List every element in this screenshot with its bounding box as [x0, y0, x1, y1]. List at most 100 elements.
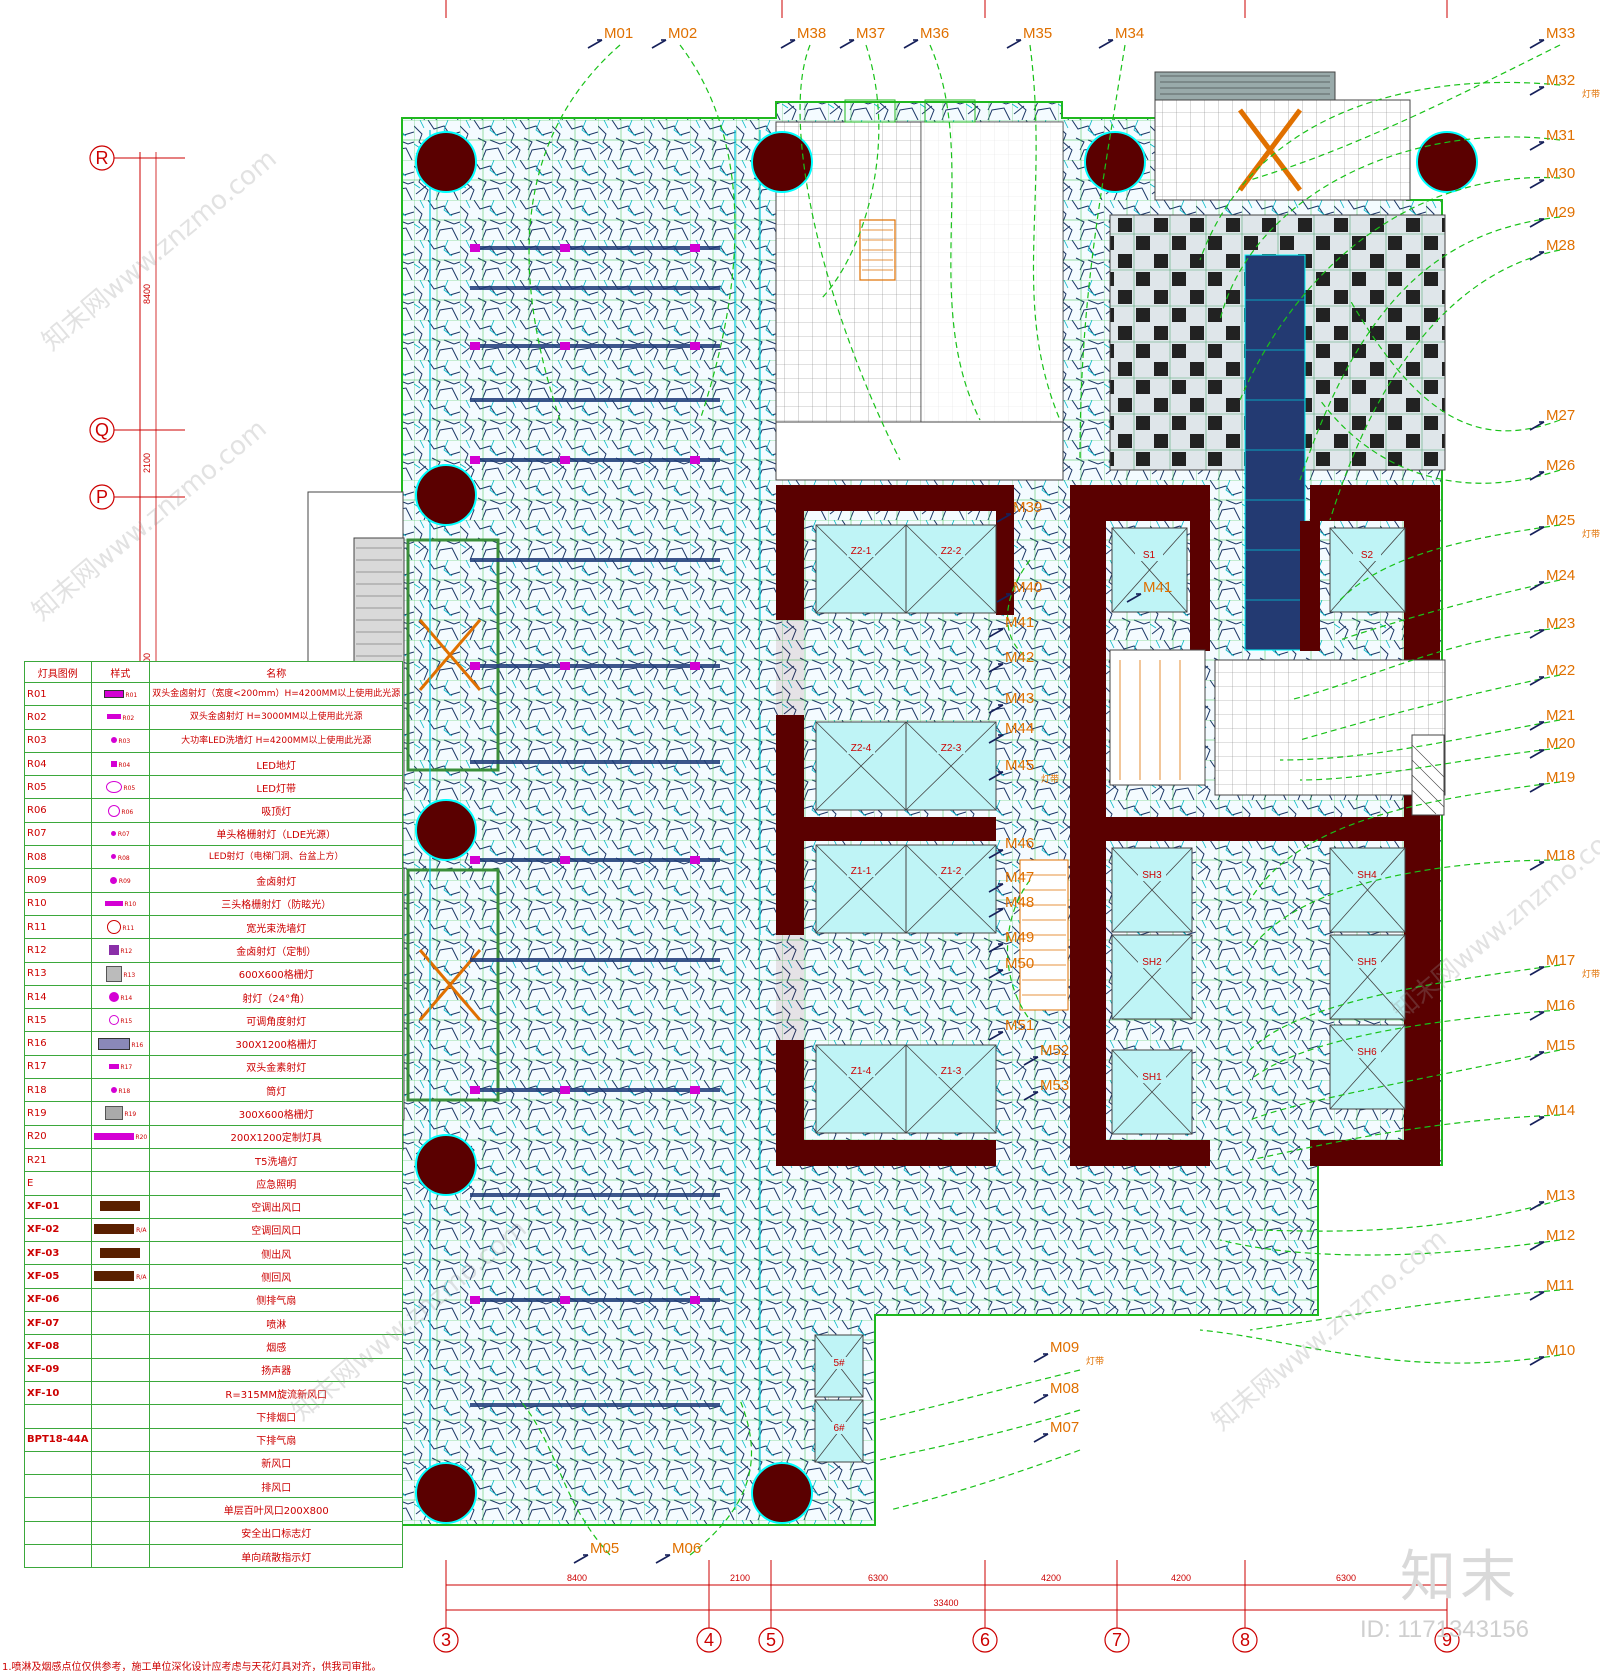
axis-bubble-8: 8 — [1232, 1560, 1258, 1653]
legend-name: T5洗墙灯 — [149, 1147, 404, 1173]
room-SH6: SH6 — [1353, 1046, 1381, 1058]
marker-label: M53 — [1040, 1077, 1069, 1094]
circuit-marker-M35: M35 — [1006, 25, 1052, 49]
marker-label: M26 — [1546, 457, 1575, 474]
room-label: S1 — [1143, 550, 1156, 561]
marker-label: M50 — [1005, 955, 1034, 972]
legend-symbol-code: R13 — [121, 971, 136, 979]
legend-symbol-icon — [90, 1241, 151, 1266]
legend-symbol-icon: R04 — [90, 751, 151, 777]
legend-code: R10 — [24, 891, 92, 916]
legend-code: R06 — [24, 798, 92, 823]
circuit-marker-M41: M41 — [1126, 579, 1172, 603]
marker-label: M09 — [1050, 1339, 1079, 1356]
circuit-marker-M28: M28 — [1529, 237, 1575, 261]
room-Z1-1: Z1-1 — [847, 865, 875, 877]
legend-symbol-code: R/A — [134, 1274, 147, 1282]
marker-sublabel: 灯带 — [1582, 89, 1600, 100]
legend-symbol-icon: R18 — [90, 1078, 151, 1103]
marker-label: M49 — [1005, 929, 1034, 946]
circuit-marker-M01: M01 — [587, 25, 633, 49]
legend-name: 扬声器 — [149, 1357, 404, 1382]
legend-row: 排风口 — [24, 1474, 404, 1499]
legend-code: R07 — [24, 821, 92, 847]
legend-symbol-code: R17 — [118, 1064, 133, 1072]
legend-symbol-icon: R10 — [90, 891, 151, 916]
legend-symbol-icon: R02 — [90, 705, 151, 730]
circuit-marker-M48: M48 — [988, 894, 1034, 918]
circuit-marker-M41: M41 — [988, 614, 1034, 638]
marker-label: M46 — [1005, 835, 1034, 852]
marker-label: M36 — [920, 25, 949, 42]
legend-symbol-icon — [90, 1334, 151, 1359]
legend-symbol-code: R15 — [118, 1017, 133, 1025]
room-label: SH4 — [1357, 870, 1377, 881]
legend-code — [24, 1543, 92, 1569]
legend-header-row: 灯具图例 样式 名称 — [24, 661, 404, 683]
legend-code: R17 — [24, 1054, 92, 1080]
room-label: SH5 — [1357, 957, 1377, 968]
circuit-marker-M15: M15 — [1529, 1037, 1575, 1061]
legend-code: R02 — [24, 705, 92, 730]
room-label: Z1-1 — [851, 866, 872, 877]
axis-label: 3 — [441, 1630, 451, 1650]
circuit-marker-M22: M22 — [1529, 662, 1575, 686]
legend-name: 空调回风口 — [149, 1217, 404, 1243]
legend-code: R12 — [24, 938, 92, 963]
legend-name: 300X600格栅灯 — [149, 1101, 404, 1126]
legend-name: 300X1200格栅灯 — [149, 1031, 404, 1056]
axis-label: P — [96, 487, 108, 507]
legend-row: 单向疏散指示灯 — [24, 1543, 404, 1569]
legend-header-code: 灯具图例 — [24, 661, 92, 683]
legend-row: 单层百叶风口200X800 — [24, 1497, 404, 1522]
legend-header-name: 名称 — [149, 661, 404, 683]
room-label: Z2-3 — [941, 743, 962, 754]
circuit-marker-M37: M37 — [839, 25, 885, 49]
legend-symbol-code: R14 — [118, 994, 133, 1002]
room-label: 6# — [833, 1423, 845, 1434]
legend-symbol-icon: R19 — [90, 1101, 151, 1126]
legend-row: XF-10 R=315MM旋流新风口 — [24, 1380, 404, 1406]
legend-name: LED射灯（电梯门洞、台盆上方） — [149, 845, 404, 870]
circuit-marker-M50: M50 — [988, 955, 1034, 979]
legend-symbol-code: R10 — [122, 901, 137, 909]
marker-label: M16 — [1546, 997, 1575, 1014]
circuit-marker-M07: M07 — [1033, 1419, 1079, 1443]
dimension-bottom: 2100 — [730, 1573, 750, 1583]
room-label: S2 — [1361, 550, 1374, 561]
legend-name: 三头格栅射灯（防眩光） — [149, 891, 404, 916]
dimension-bottom: 4200 — [1041, 1573, 1061, 1583]
circuit-marker-M29: M29 — [1529, 204, 1575, 228]
legend-code: XF-10 — [24, 1380, 92, 1406]
image-id: ID: 1171343156 — [1360, 1616, 1530, 1643]
legend-header-style: 样式 — [90, 661, 151, 683]
marker-label: M19 — [1546, 769, 1575, 786]
legend-code: R19 — [24, 1101, 92, 1126]
legend-symbol-icon: R03 — [90, 728, 151, 753]
legend-code — [24, 1497, 92, 1522]
axis-bubble-R: R — [89, 145, 185, 171]
legend-name: 双头金素射灯 — [149, 1054, 404, 1080]
legend-name: 200X1200定制灯具 — [149, 1124, 404, 1149]
legend-symbol-icon: R/A — [90, 1217, 151, 1243]
marker-label: M32 — [1546, 72, 1575, 89]
legend-name: 应急照明 — [149, 1171, 404, 1196]
legend-symbol-icon — [90, 1380, 151, 1406]
circuit-marker-M49: M49 — [988, 929, 1034, 953]
legend-code: R15 — [24, 1008, 92, 1033]
marker-label: M08 — [1050, 1380, 1079, 1397]
legend-name: 金卤射灯 — [149, 868, 404, 893]
circuit-marker-M34: M34 — [1098, 25, 1144, 49]
legend-row: 下排烟口 — [24, 1404, 404, 1429]
circuit-marker-M40: M40 — [996, 579, 1042, 603]
legend-name: R=315MM旋流新风口 — [149, 1380, 404, 1406]
legend-code: XF-02 — [24, 1217, 92, 1243]
